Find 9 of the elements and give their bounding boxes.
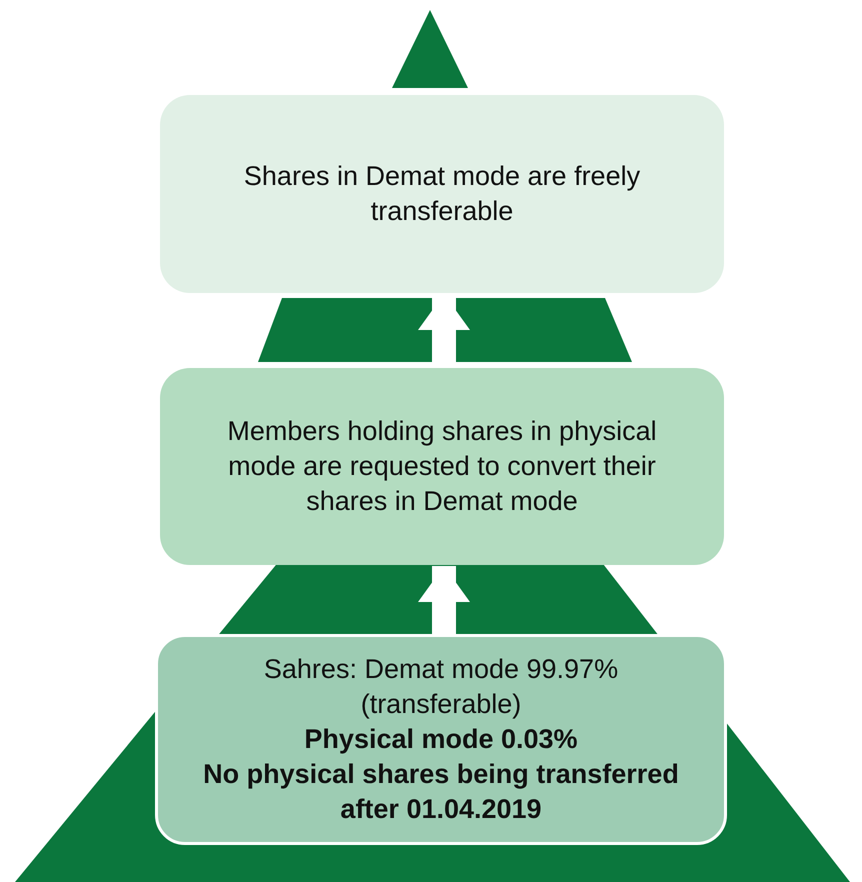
box-text: Shares in Demat mode are freely transferable — [242, 160, 642, 228]
arrow — [418, 566, 470, 634]
status-box — [155, 634, 727, 845]
bold-note: No physical shares being transferred after 01.04.2019 — [202, 758, 680, 826]
bold-note: Physical mode 0.03% — [304, 722, 578, 756]
box-text: Sahres: Demat mode 99.97% (transferable) — [262, 652, 620, 721]
action-box — [160, 368, 724, 565]
box-text: Members holding shares in physical mode are requested to convert their shares in Demat mode — [226, 414, 658, 518]
result-box — [160, 95, 724, 293]
